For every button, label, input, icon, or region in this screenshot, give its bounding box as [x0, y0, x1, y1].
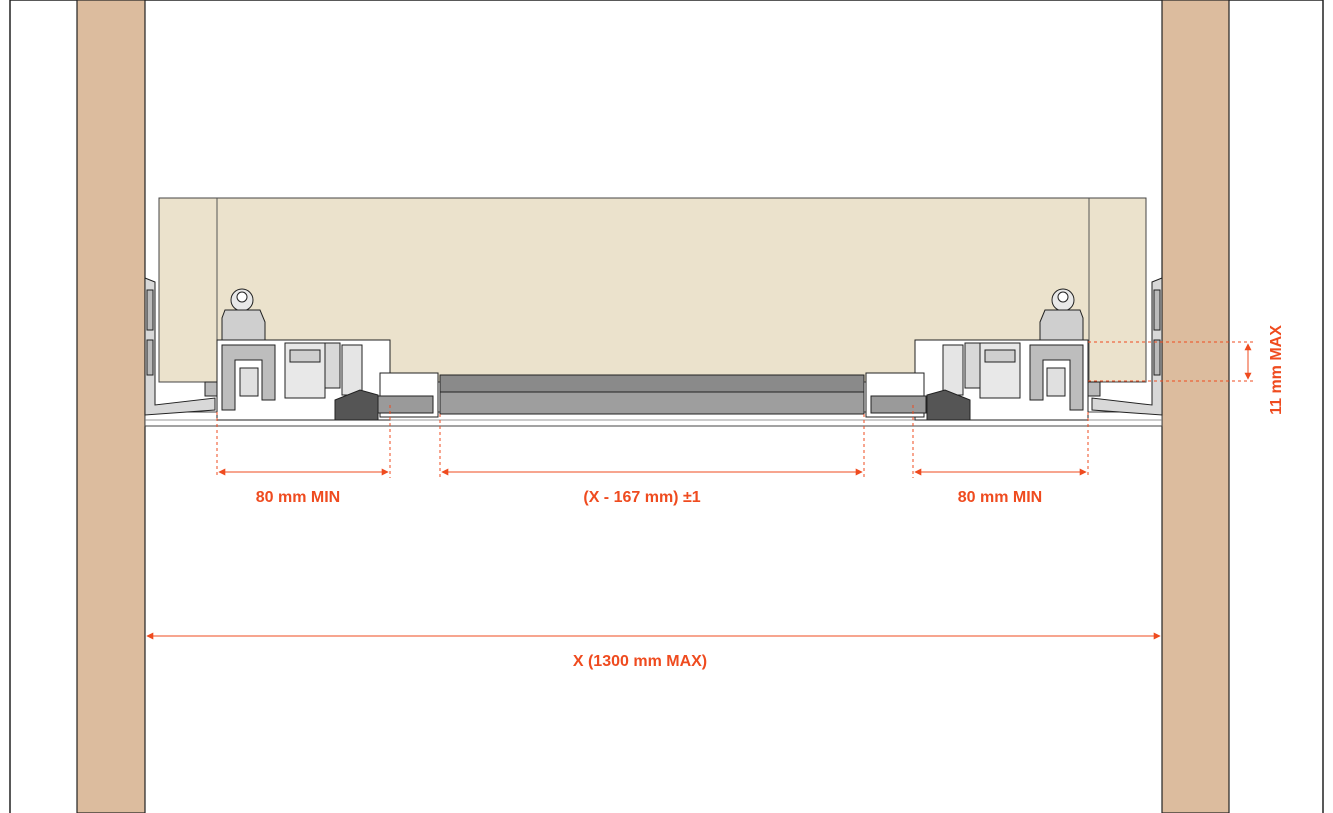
label-right-min: 80 mm MIN — [958, 489, 1042, 506]
label-overall: X (1300 mm MAX) — [573, 653, 707, 670]
right-runner — [1091, 277, 1163, 416]
drawer-body — [144, 197, 1163, 427]
left-push-mechanism — [204, 288, 391, 421]
label-height-max: 11 mm MAX — [1268, 325, 1285, 415]
synchronization-rod — [377, 372, 927, 418]
frame-lines — [9, 0, 1324, 813]
dimension-rod-length — [439, 414, 865, 478]
label-rod-length: (X - 167 mm) ±1 — [583, 489, 700, 506]
dimension-height-max — [1088, 341, 1255, 382]
left-runner — [144, 277, 216, 416]
label-left-min: 80 mm MIN — [256, 489, 340, 506]
dimension-left-min — [216, 405, 391, 478]
right-push-mechanism — [914, 288, 1101, 421]
right-cabinet-wall — [1161, 0, 1230, 813]
left-cabinet-wall — [76, 0, 146, 813]
dimension-right-min — [912, 405, 1089, 478]
